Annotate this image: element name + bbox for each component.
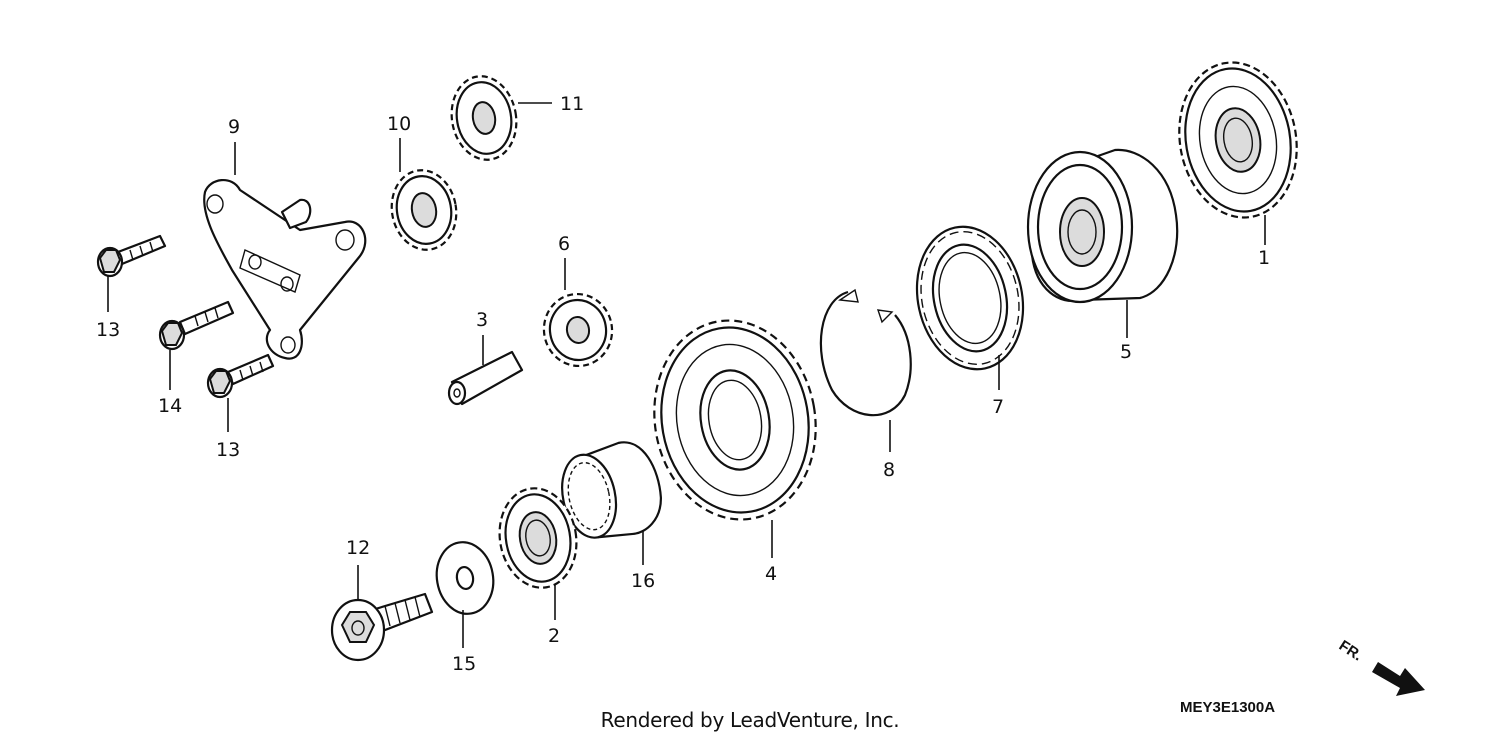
part-11-reduction-gear[interactable]: [445, 71, 523, 165]
callout-7: 7: [992, 396, 1004, 418]
front-arrow-icon: [1372, 662, 1425, 696]
callout-16: 16: [631, 570, 655, 592]
part-10-reduction-gear[interactable]: [386, 165, 463, 255]
callout-5: 5: [1120, 341, 1132, 363]
part-15-washer[interactable]: [431, 538, 499, 619]
part-13-bolt-upper[interactable]: [96, 234, 167, 278]
part-12-flange-bolt[interactable]: [330, 592, 434, 662]
callout-8: 8: [883, 459, 895, 481]
part-1-drive-sprocket[interactable]: [1167, 53, 1308, 227]
credit-text: Rendered by LeadVenture, Inc.: [600, 708, 900, 732]
front-label: FR.: [1336, 637, 1366, 664]
part-16-needle-bearing[interactable]: [554, 436, 668, 546]
callout-15: 15: [452, 653, 476, 675]
part-14-bolt-middle[interactable]: [158, 300, 235, 351]
part-9-gear-holder-bracket[interactable]: [203, 179, 367, 360]
front-direction-indicator: FR.: [1336, 637, 1425, 696]
part-8-snap-ring[interactable]: [819, 288, 912, 417]
part-3-idle-shaft[interactable]: [447, 350, 524, 406]
callout-13-lower: 13: [216, 439, 240, 461]
callout-13-upper: 13: [96, 319, 120, 341]
callout-4: 4: [765, 563, 777, 585]
part-13-bolt-lower[interactable]: [206, 353, 275, 399]
part-6-idle-gear[interactable]: [538, 289, 617, 372]
callout-1: 1: [1258, 247, 1270, 269]
callout-10: 10: [387, 113, 411, 135]
part-2-reduction-gear[interactable]: [492, 482, 584, 594]
callout-6: 6: [558, 233, 570, 255]
callout-3: 3: [476, 309, 488, 331]
callout-14: 14: [158, 395, 182, 417]
part-4-starter-driven-gear[interactable]: [639, 308, 831, 533]
callout-12: 12: [346, 537, 370, 559]
callout-numbers: 1 2 3 4 5 6 7 8 9 10 11 12 13 14 13 15 1…: [96, 93, 1270, 675]
part-7-one-way-clutch[interactable]: [904, 217, 1036, 379]
leader-lines: [107, 102, 1266, 648]
callout-11: 11: [560, 93, 584, 115]
callout-2: 2: [548, 625, 560, 647]
callout-9: 9: [228, 116, 240, 138]
part-5-clutch-outer[interactable]: [1026, 148, 1179, 304]
diagram-part-code: MEY3E1300A: [1180, 699, 1275, 716]
credit-line: Rendered by LeadVenture, Inc.: [0, 708, 1500, 732]
